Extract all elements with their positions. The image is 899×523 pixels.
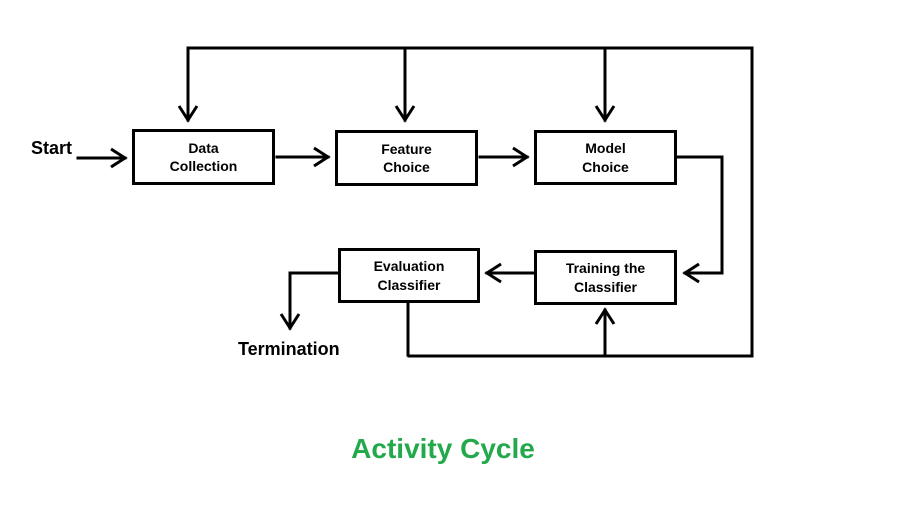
node-model-choice: Model Choice: [534, 130, 677, 185]
model-to-training-arrow: [673, 155, 724, 284]
node-feature-choice: Feature Choice: [335, 130, 478, 186]
termination-label: Termination: [238, 339, 340, 359]
node-evaluation-classifier-label: Evaluation Classifier: [373, 258, 445, 293]
node-model-choice-label: Model Choice: [582, 140, 629, 175]
start-label: Start: [31, 138, 73, 158]
node-evaluation-classifier: Evaluation Classifier: [338, 248, 480, 303]
diagram-title: Activity Cycle: [351, 433, 535, 464]
node-training-classifier: Training the Classifier: [534, 250, 677, 305]
evaluation-to-termination-arrow: [279, 271, 340, 331]
node-feature-choice-label: Feature Choice: [381, 140, 432, 175]
cycle-loop-line: [186, 46, 754, 358]
node-data-collection: Data Collection: [132, 129, 275, 185]
node-data-collection-label: Data Collection: [169, 139, 238, 174]
node-training-classifier-label: Training the Classifier: [565, 260, 646, 295]
